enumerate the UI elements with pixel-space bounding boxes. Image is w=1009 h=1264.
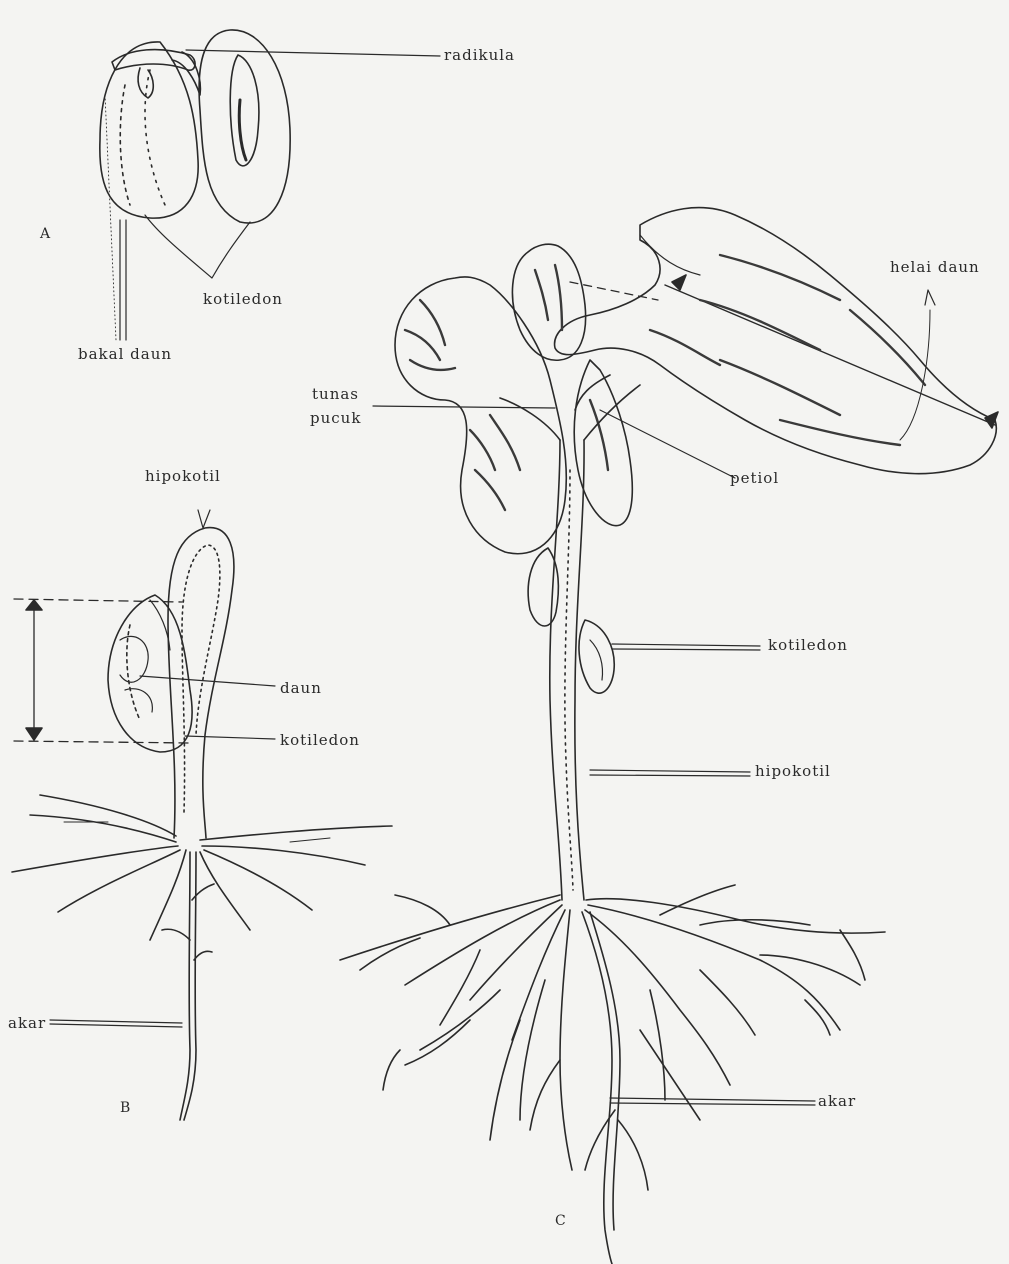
leaf-left bbox=[395, 277, 566, 554]
label-bakal-daun: bakal daun bbox=[78, 345, 172, 363]
label-akar-c: akar bbox=[818, 1092, 856, 1110]
cotyledon-lower bbox=[579, 620, 614, 693]
label-kotiledon-c: kotiledon bbox=[768, 636, 848, 654]
label-kotiledon-b: kotiledon bbox=[280, 731, 360, 749]
cotyledon-upper bbox=[528, 548, 558, 626]
label-pucuk: pucuk bbox=[310, 409, 361, 427]
label-hipokotil-c: hipokotil bbox=[755, 762, 831, 780]
leaf-center bbox=[512, 244, 585, 360]
panel-label-a: A bbox=[40, 226, 50, 242]
label-tunas: tunas bbox=[312, 385, 359, 403]
label-petiol: petiol bbox=[730, 469, 779, 487]
panel-label-c: C bbox=[555, 1213, 566, 1229]
label-hipokotil-b: hipokotil bbox=[145, 467, 221, 485]
root-system-b bbox=[12, 795, 392, 1120]
label-daun-b: daun bbox=[280, 679, 322, 697]
label-akar-b: akar bbox=[8, 1014, 46, 1032]
root-system-c bbox=[340, 885, 885, 1264]
label-helai-daun: helai daun bbox=[890, 258, 980, 276]
panel-label-b: B bbox=[120, 1100, 130, 1116]
seedling-illustration-b bbox=[12, 510, 392, 1120]
seedling-illustration-c bbox=[340, 208, 998, 1264]
label-kotiledon-a: kotiledon bbox=[203, 290, 283, 308]
leaf-helai-daun bbox=[555, 208, 997, 474]
label-radikula: radikula bbox=[444, 46, 515, 64]
